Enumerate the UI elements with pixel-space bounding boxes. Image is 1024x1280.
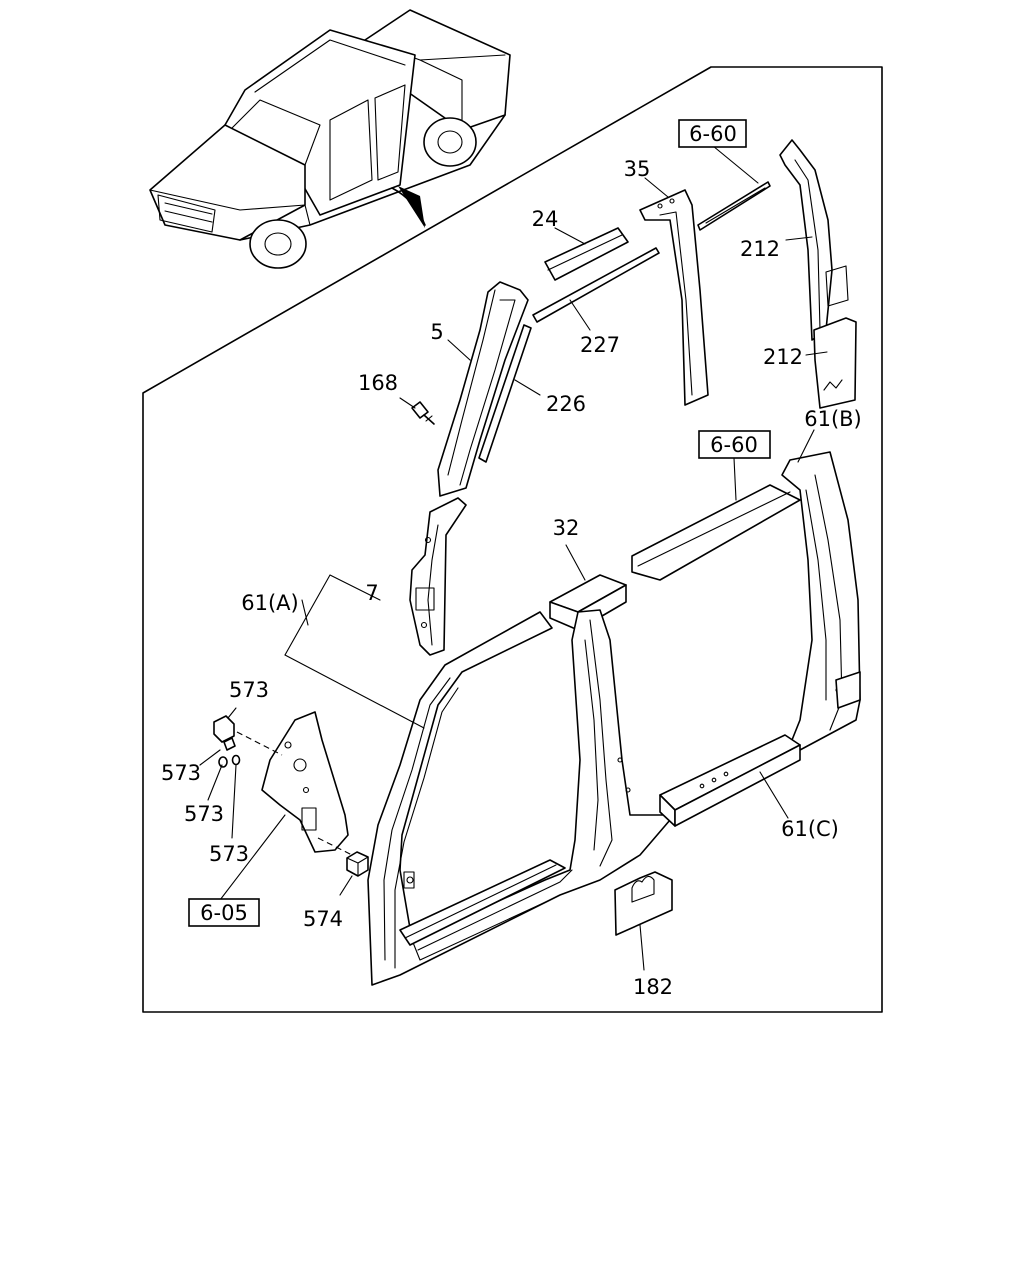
ref-box-6-05 (188, 898, 260, 927)
callout-573-c: 573 (184, 802, 224, 826)
wheelhouse-panel (236, 711, 353, 856)
callout-168: 168 (358, 371, 398, 395)
callout-ref-6-60-top: 6-60 (689, 122, 737, 146)
part-182-bracket (614, 871, 673, 936)
part-168-bolt (411, 401, 435, 425)
part-61C-rocker-sill (659, 734, 801, 811)
callout-212-lower: 212 (763, 345, 803, 369)
callout-574: 574 (303, 907, 343, 931)
callout-ref-6-05: 6-05 (200, 901, 248, 925)
part-226-weatherstrip (478, 324, 532, 463)
roof-rail-strip-middle (631, 484, 801, 581)
callout-5: 5 (430, 320, 443, 344)
callout-labels: 6-60 35 24 212 227 5 212 168 226 61(B) 6… (161, 119, 862, 999)
ref-box-6-60-top (678, 119, 747, 148)
callout-ref-6-60-mid: 6-60 (710, 433, 758, 457)
part-573-clips (213, 715, 241, 768)
part-227-weatherstrip (532, 247, 660, 323)
part-35-center-pillar-upper (639, 189, 709, 406)
leader-lines (199, 145, 828, 971)
ref-box-6-60-mid (698, 430, 771, 459)
callout-61A: 61(A) (241, 591, 298, 615)
part-24-roof-rail (544, 227, 629, 281)
callout-226: 226 (546, 392, 586, 416)
callout-7: 7 (365, 581, 378, 605)
callout-61B: 61(B) (804, 407, 862, 431)
part-212-rear-pillar-lower (813, 317, 857, 409)
callout-35: 35 (624, 157, 651, 181)
callout-573-d: 573 (209, 842, 249, 866)
callout-32: 32 (553, 516, 580, 540)
callout-182: 182 (633, 975, 673, 999)
pickup-truck-illustration (149, 9, 511, 269)
callout-61C: 61(C) (781, 817, 839, 841)
callout-573-a: 573 (229, 678, 269, 702)
callout-227: 227 (580, 333, 620, 357)
callout-212-upper: 212 (740, 237, 780, 261)
callout-24: 24 (532, 207, 559, 231)
side-body-panel-61 (367, 451, 861, 986)
callout-573-b: 573 (161, 761, 201, 785)
diagram-frame (142, 66, 883, 1013)
part-5-front-pillar-upper (437, 281, 529, 497)
part-7-front-pillar-lower (409, 497, 467, 656)
